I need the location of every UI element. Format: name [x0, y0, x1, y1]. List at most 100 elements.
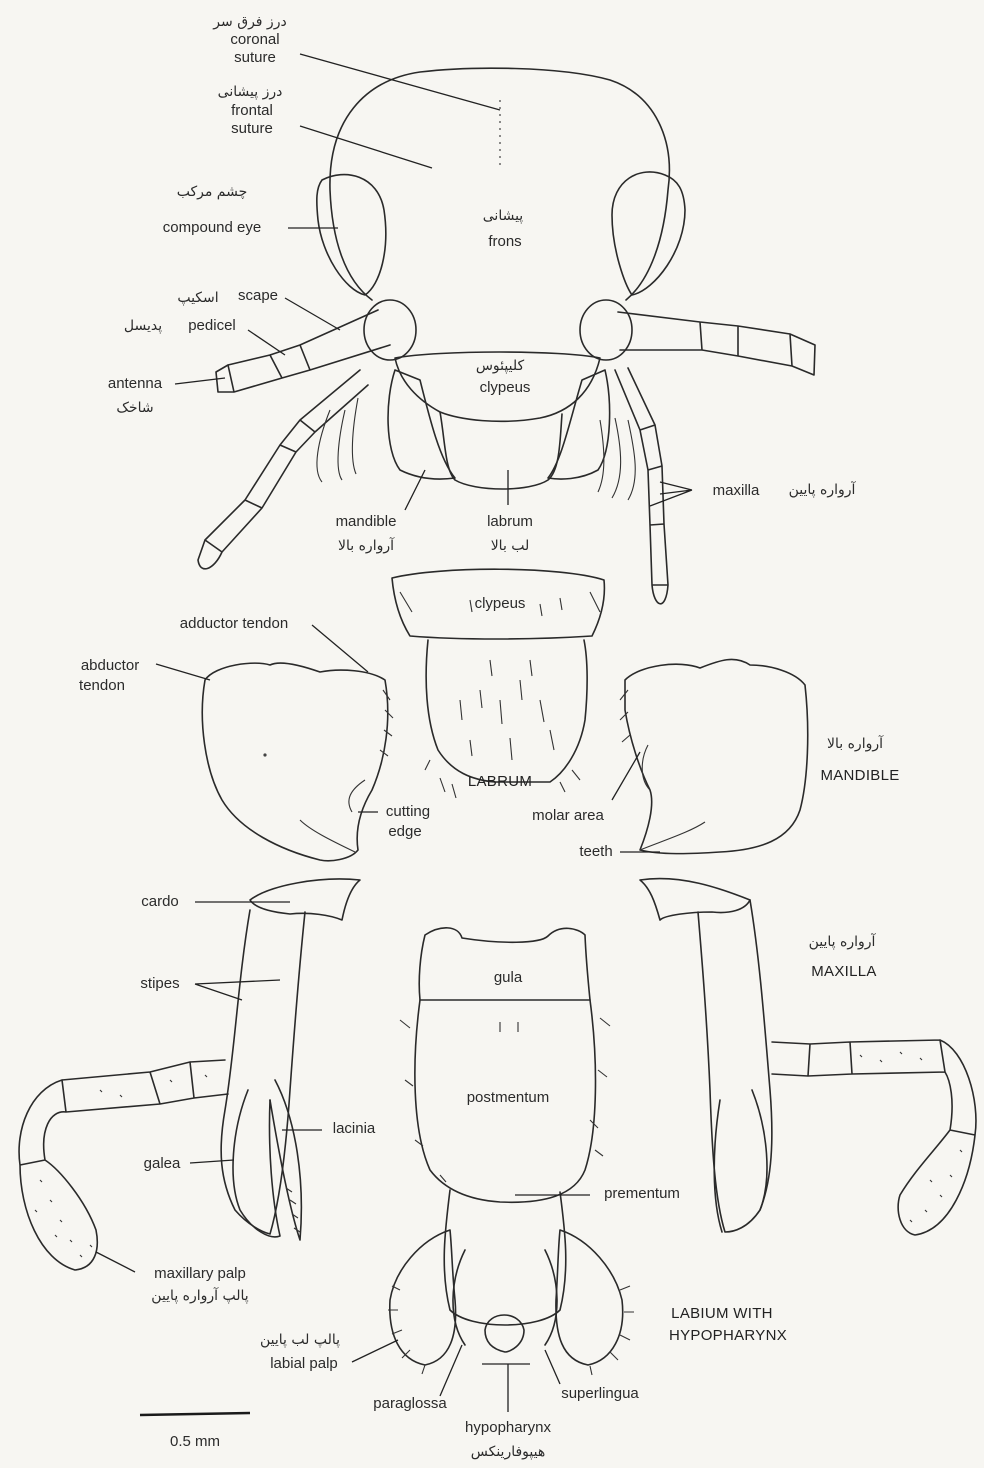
labrum-head — [440, 412, 562, 489]
caption-maxilla: MAXILLA — [811, 963, 876, 980]
mandible-labels: adductor tendon abductor tendon cutting … — [79, 615, 899, 860]
label-eye-fa: چشم مرکب — [177, 184, 248, 200]
label-scape-fa: اسکیپ — [177, 290, 218, 306]
caption-labium-1: LABIUM WITH — [671, 1305, 773, 1322]
leader-maxillary-palp — [96, 1252, 135, 1272]
label-labrum-fa: لب بالا — [491, 538, 530, 554]
label-labial-palp: labial palp — [270, 1355, 338, 1372]
leader-frontal — [300, 126, 432, 168]
mandible-right — [625, 659, 808, 853]
label-stipes: stipes — [140, 975, 179, 992]
label-galea: galea — [144, 1155, 181, 1172]
mandible-head-left — [388, 370, 455, 479]
leader-superlingua — [545, 1350, 560, 1384]
label-clypeus: clypeus — [480, 379, 531, 396]
prementum — [444, 1190, 566, 1325]
leader-scape — [285, 298, 340, 330]
scale-bar-line — [140, 1413, 250, 1415]
label-abductor: abductor — [81, 657, 139, 674]
leader-galea — [190, 1160, 234, 1163]
leader-stipes — [195, 980, 280, 1000]
label-mandible-fa: آرواره بالا — [338, 537, 395, 554]
label-postmentum: postmentum — [467, 1089, 550, 1106]
label-prementum: prementum — [604, 1185, 680, 1202]
hypopharynx-shape — [485, 1315, 524, 1352]
label-labial-palp-fa: پالپ لب پایین — [260, 1332, 340, 1348]
scale-bar: 0.5 mm — [140, 1413, 250, 1450]
label-suture-1: suture — [234, 49, 276, 66]
label-maxillary-palp: maxillary palp — [154, 1265, 246, 1282]
label-molar-area: molar area — [532, 807, 604, 824]
label-mandible: mandible — [336, 513, 397, 530]
gula — [419, 928, 590, 1000]
label-labrum-panel-clypeus: clypeus — [475, 595, 526, 612]
label-antenna: antenna — [108, 375, 163, 392]
leader-adductor — [312, 625, 368, 672]
labial-palp-left — [390, 1230, 456, 1365]
caption-mandible-fa: آرواره بالا — [827, 735, 884, 752]
label-coronal-fa: درز فرق سر — [212, 14, 286, 30]
label-paraglossa: paraglossa — [373, 1395, 447, 1412]
leader-pedicel — [248, 330, 285, 355]
label-maxillary-palp-fa: پالپ آرواره پایین — [151, 1287, 249, 1304]
label-pedicel: pedicel — [188, 317, 236, 334]
label-cardo: cardo — [141, 893, 179, 910]
label-frons: frons — [488, 233, 521, 250]
label-clypeus-fa: کلیپئوس — [476, 358, 525, 374]
label-hypopharynx-fa: هیپوفارینکس — [471, 1444, 545, 1460]
caption-labrum: LABRUM — [468, 773, 532, 790]
leader-labial-palp — [352, 1340, 398, 1362]
label-frons-fa: پیشانی — [483, 208, 524, 224]
label-frontal-fa: درز پیشانی — [218, 84, 283, 100]
label-gula: gula — [494, 969, 523, 986]
label-suture-2: suture — [231, 120, 273, 137]
label-pedicel-fa: پدیسل — [124, 318, 162, 334]
leader-maxilla — [650, 482, 692, 506]
maxilla-drawing-right — [640, 879, 976, 1235]
mandible-drawing-left — [202, 663, 393, 861]
labrum-detached — [426, 640, 587, 782]
antenna-left — [216, 310, 390, 392]
antennal-socket-right — [580, 300, 632, 360]
label-hypopharynx: hypopharynx — [465, 1419, 551, 1436]
maxilla-drawing-left — [19, 879, 360, 1270]
label-scape: scape — [238, 287, 278, 304]
maxillary-palp-left — [19, 1060, 228, 1270]
head-capsule — [330, 68, 669, 300]
maxillary-palp-head-right — [615, 368, 668, 604]
cardo-right — [640, 879, 750, 920]
leader-coronal — [300, 54, 500, 110]
stipes-right — [698, 900, 772, 1232]
label-adductor-tendon: adductor tendon — [180, 615, 288, 632]
compound-eye-right — [612, 172, 685, 295]
paraglossa-pair — [453, 1250, 557, 1345]
label-cutting: cutting — [386, 803, 430, 820]
label-labrum: labrum — [487, 513, 533, 530]
label-maxilla-fa: آرواره پایین — [789, 481, 857, 498]
label-frontal: frontal — [231, 102, 273, 119]
label-lacinia: lacinia — [333, 1120, 376, 1137]
labium-drawing — [388, 928, 634, 1375]
mandible-left — [202, 663, 387, 861]
label-superlingua: superlingua — [561, 1385, 639, 1402]
caption-maxilla-fa: آرواره پایین — [809, 933, 877, 950]
label-tendon: tendon — [79, 677, 125, 694]
label-coronal: coronal — [230, 31, 279, 48]
leader-molar — [612, 752, 640, 800]
caption-labium-2: HYPOPHARYNX — [669, 1327, 787, 1344]
label-compound-eye: compound eye — [163, 219, 261, 236]
maxillary-palp-right — [772, 1040, 976, 1235]
antenna-right — [618, 312, 815, 375]
label-maxilla: maxilla — [713, 482, 760, 499]
head-labels: درز فرق سر coronal suture درز پیشانی fro… — [108, 14, 857, 554]
scale-bar-label: 0.5 mm — [170, 1433, 220, 1450]
caption-mandible: MANDIBLE — [820, 767, 899, 784]
label-edge: edge — [388, 823, 421, 840]
leader-abductor — [156, 664, 210, 680]
leader-paraglossa — [440, 1345, 462, 1396]
label-teeth: teeth — [579, 843, 612, 860]
mandible-drawing-right — [620, 659, 808, 853]
label-antenna-fa: شاخک — [116, 400, 153, 416]
